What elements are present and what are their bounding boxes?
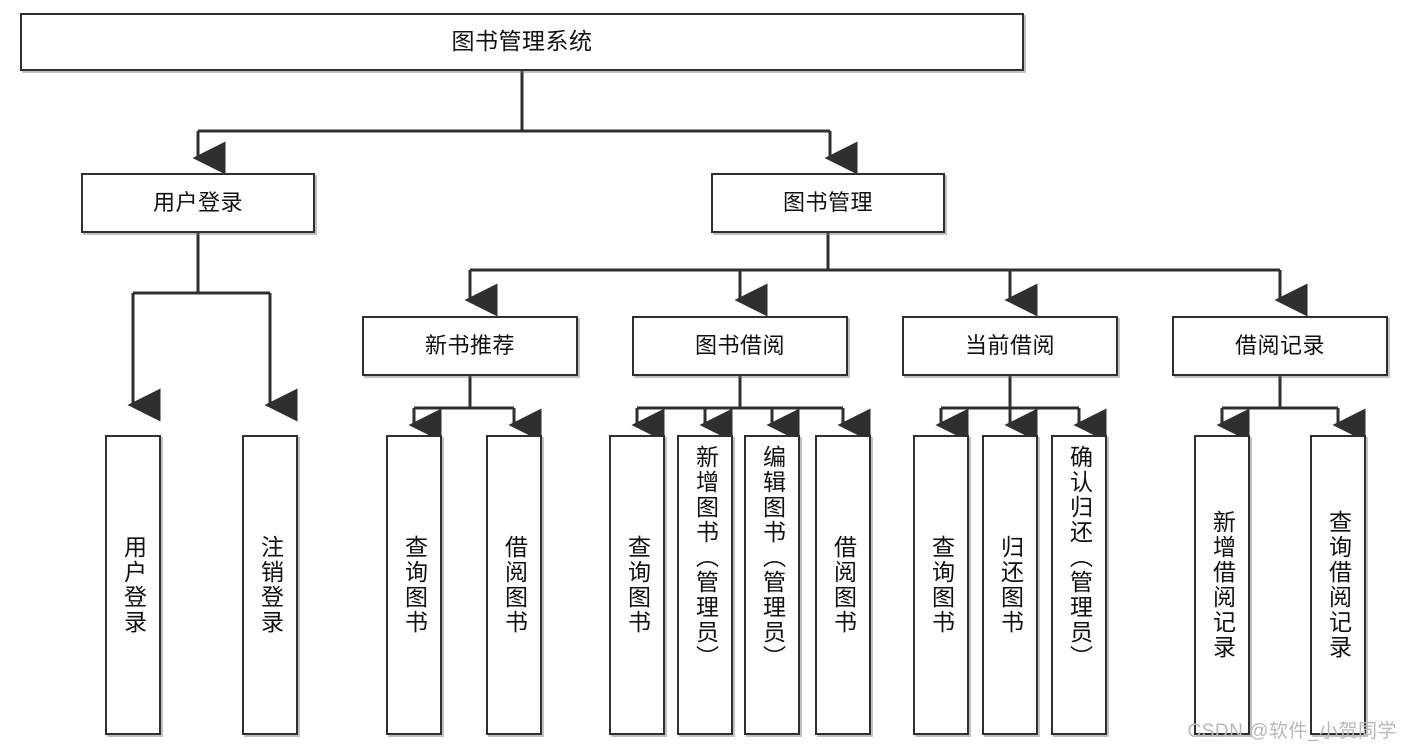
node-leaf-edit-book[interactable]: 编辑图书（管理员） — [744, 435, 800, 735]
node-leaf-return-book[interactable]: 归还图书 — [982, 435, 1038, 735]
node-borrow-record[interactable]: 借阅记录 — [1172, 316, 1388, 376]
node-root-system[interactable]: 图书管理系统 — [20, 13, 1024, 71]
node-label: 图书管理系统 — [451, 28, 593, 55]
node-leaf-borrow-book-2[interactable]: 借阅图书 — [815, 435, 871, 735]
node-book-borrow[interactable]: 图书借阅 — [632, 316, 848, 376]
node-new-book-recommend[interactable]: 新书推荐 — [362, 316, 578, 376]
node-label: 新增借阅记录 — [1209, 510, 1236, 660]
node-label: 注销登录 — [257, 535, 284, 635]
node-label: 用户登录 — [120, 535, 147, 635]
node-leaf-add-record[interactable]: 新增借阅记录 — [1194, 435, 1250, 735]
node-leaf-user-login[interactable]: 用户登录 — [105, 435, 161, 735]
node-leaf-query-book-1[interactable]: 查询图书 — [386, 435, 442, 735]
node-book-manage[interactable]: 图书管理 — [711, 173, 945, 233]
node-leaf-add-book[interactable]: 新增图书（管理员） — [677, 435, 733, 735]
node-leaf-query-book-2[interactable]: 查询图书 — [609, 435, 665, 735]
node-label: 确认归还（管理员） — [1066, 445, 1093, 670]
node-label: 归还图书 — [997, 535, 1024, 635]
node-leaf-logout-login[interactable]: 注销登录 — [242, 435, 298, 735]
node-label: 用户登录 — [152, 189, 243, 215]
node-label: 借阅记录 — [1234, 332, 1325, 358]
node-label: 编辑图书（管理员） — [759, 445, 786, 670]
node-label: 当前借阅 — [964, 332, 1055, 358]
node-label: 查询借阅记录 — [1325, 510, 1352, 660]
node-label: 借阅图书 — [501, 535, 528, 635]
node-leaf-query-record[interactable]: 查询借阅记录 — [1310, 435, 1366, 735]
node-current-borrow[interactable]: 当前借阅 — [902, 316, 1118, 376]
node-leaf-query-book-3[interactable]: 查询图书 — [913, 435, 969, 735]
node-user-login[interactable]: 用户登录 — [81, 173, 315, 233]
node-label: 查询图书 — [401, 535, 428, 635]
node-label: 图书借阅 — [694, 332, 785, 358]
node-label: 查询图书 — [928, 535, 955, 635]
node-label: 借阅图书 — [830, 535, 857, 635]
node-label: 新增图书（管理员） — [692, 445, 719, 670]
node-leaf-confirm-return[interactable]: 确认归还（管理员） — [1051, 435, 1107, 735]
node-label: 新书推荐 — [424, 332, 515, 358]
node-label: 查询图书 — [624, 535, 651, 635]
node-leaf-borrow-book-1[interactable]: 借阅图书 — [486, 435, 542, 735]
node-label: 图书管理 — [782, 189, 873, 215]
watermark: CSDN @软件_小贺同学 — [1187, 721, 1397, 742]
